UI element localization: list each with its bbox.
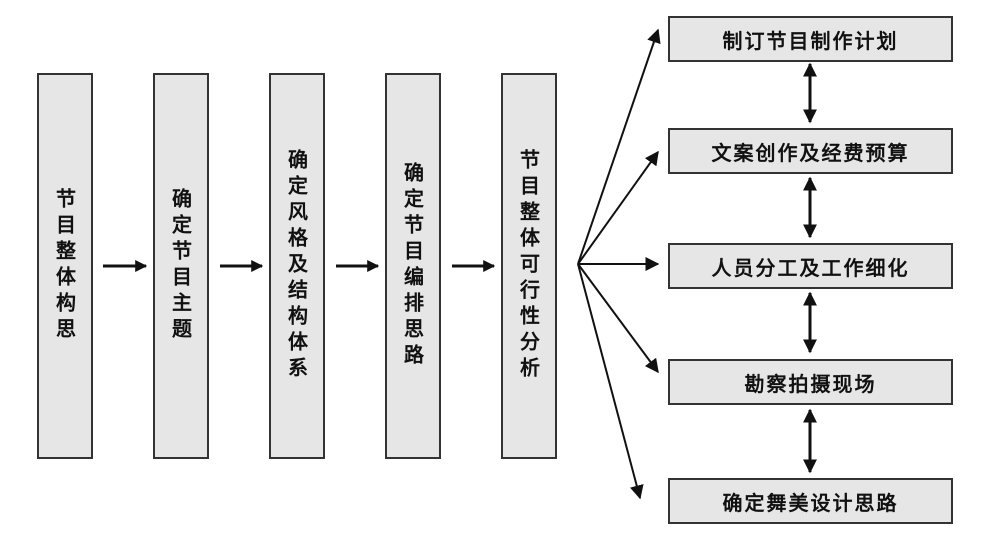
stage-box-5: 节目整体可行性分析	[501, 73, 557, 459]
task-box-1: 制订节目制作计划	[668, 16, 953, 62]
stage-box-4: 确定节目编排思路	[385, 73, 441, 459]
fan-arrow-task-4	[577, 263, 659, 374]
fan-arrow-task-5	[577, 263, 644, 500]
fan-arrow-task-2	[577, 150, 659, 265]
stage-label: 确定风格及结构体系	[284, 149, 309, 383]
task-box-4: 勘察拍摄现场	[668, 359, 953, 405]
task-box-5: 确定舞美设计思路	[668, 478, 953, 524]
task-label: 文案创作及经费预算	[711, 140, 910, 165]
task-box-2: 文案创作及经费预算	[668, 128, 953, 174]
stage-label: 节目整体可行性分析	[516, 149, 541, 383]
task-label: 确定舞美设计思路	[722, 490, 899, 515]
task-label: 人员分工及工作细化	[711, 255, 910, 280]
stage-box-2: 确定节目主题	[153, 73, 209, 459]
task-label: 制订节目制作计划	[722, 28, 899, 53]
stage-label: 节目整体构思	[52, 188, 77, 344]
fan-arrow-task-1	[577, 28, 661, 265]
task-label: 勘察拍摄现场	[744, 371, 877, 396]
stage-box-1: 节目整体构思	[37, 73, 93, 459]
stage-box-3: 确定风格及结构体系	[269, 73, 325, 459]
stage-label: 确定节目主题	[168, 188, 193, 344]
stage-label: 确定节目编排思路	[400, 162, 425, 370]
task-box-3: 人员分工及工作细化	[668, 243, 953, 289]
